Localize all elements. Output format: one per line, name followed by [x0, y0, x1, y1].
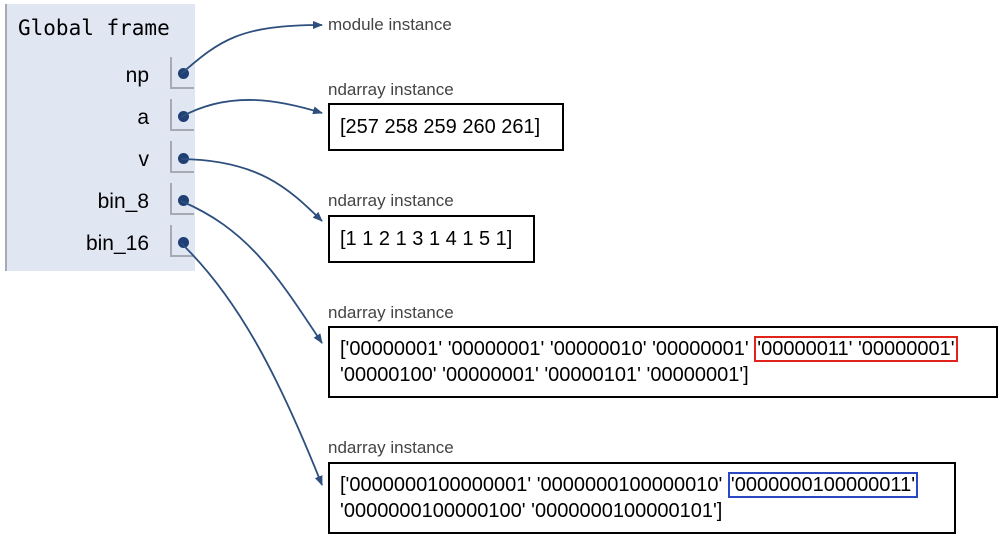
ndarray-bin16-line1: ['0000000100000001' '0000000100000010' '… — [340, 472, 919, 498]
pointer-dot-np[interactable] — [178, 68, 189, 79]
arrow-v-to-ndarray-v — [180, 158, 323, 222]
var-cell-bin-8 — [170, 183, 194, 215]
ndarray-bin8-line1: ['00000001' '00000001' '00000010' '00000… — [340, 336, 958, 362]
ndarray-bin16-line2: '0000000100000100' '0000000100000101'] — [340, 500, 723, 522]
ndarray-bin8-line2: '00000100' '00000001' '00000101' '000000… — [340, 364, 749, 386]
var-cell-a — [170, 99, 194, 131]
arrow-np-to-module — [180, 21, 323, 75]
ndarray-a-box: [257 258 259 260 261] — [328, 103, 564, 151]
ndarray-a-label: ndarray instance — [328, 80, 454, 99]
var-cell-v — [170, 141, 194, 173]
arrow-bin8-to-ndarray — [180, 200, 323, 344]
arrow-a-to-ndarray-a — [180, 99, 323, 118]
ndarray-bin8-line1-pre: ['00000001' '00000001' '00000010' '00000… — [340, 338, 755, 360]
var-name-np: np — [125, 64, 149, 87]
ndarray-v-label: ndarray instance — [328, 191, 454, 210]
global-frame: Global frame np a v bin_8 bin_16 — [5, 4, 195, 271]
module-instance-label: module instance — [328, 15, 452, 34]
arrow-bin16-to-ndarray — [180, 242, 323, 486]
var-name-bin-16: bin_16 — [85, 232, 149, 255]
var-name-bin-8: bin_8 — [97, 190, 149, 213]
var-cell-bin-16 — [170, 225, 194, 257]
ndarray-a-value: [257 258 259 260 261] — [340, 116, 541, 138]
ndarray-v-box: [1 1 2 1 3 1 4 1 5 1] — [328, 215, 535, 263]
ndarray-bin16-highlight: '0000000100000011' — [727, 472, 919, 498]
pointer-dot-bin-16[interactable] — [178, 237, 189, 248]
var-cell-np — [170, 57, 194, 89]
ndarray-bin16-label: ndarray instance — [328, 438, 454, 457]
ndarray-bin16-line1-pre: ['0000000100000001' '0000000100000010' — [340, 474, 728, 496]
ndarray-bin16-box: ['0000000100000001' '0000000100000010' '… — [328, 462, 956, 534]
frame-title: Global frame — [18, 16, 170, 40]
ndarray-bin8-label: ndarray instance — [328, 303, 454, 322]
pointer-dot-bin-8[interactable] — [178, 195, 189, 206]
var-name-a: a — [137, 106, 149, 129]
var-name-v: v — [138, 148, 150, 171]
ndarray-bin8-box: ['00000001' '00000001' '00000010' '00000… — [328, 326, 998, 398]
ndarray-bin8-highlight: '00000011' '00000001' — [754, 336, 958, 362]
ndarray-v-value: [1 1 2 1 3 1 4 1 5 1] — [340, 228, 513, 250]
